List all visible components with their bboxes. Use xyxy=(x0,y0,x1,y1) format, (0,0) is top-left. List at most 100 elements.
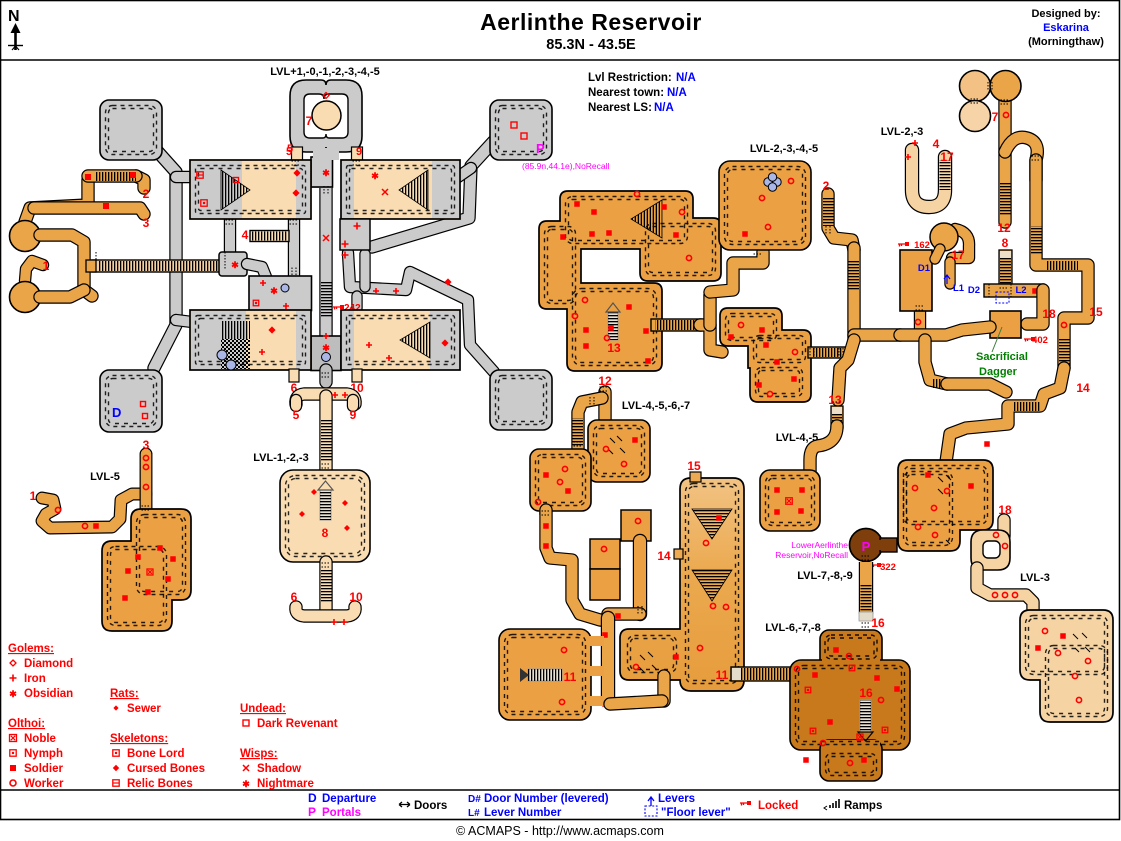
svg-text:LVL-6,-7,-8: LVL-6,-7,-8 xyxy=(765,622,820,634)
svg-text:18: 18 xyxy=(998,503,1012,517)
svg-text:Noble: Noble xyxy=(24,733,56,745)
svg-text:Sewer: Sewer xyxy=(127,703,161,715)
svg-text:Doors: Doors xyxy=(414,800,447,812)
svg-text:LVL-2,-3,-4,-5: LVL-2,-3,-4,-5 xyxy=(750,143,818,155)
svg-text:162: 162 xyxy=(914,240,930,251)
svg-text:Shadow: Shadow xyxy=(257,763,301,775)
svg-text:D#: D# xyxy=(468,794,481,805)
svg-text:✱: ✱ xyxy=(322,168,330,178)
svg-text:Golems:: Golems: xyxy=(8,643,54,655)
svg-text:LVL-2,-3: LVL-2,-3 xyxy=(881,126,924,138)
svg-text:LVL-7,-8,-9: LVL-7,-8,-9 xyxy=(797,570,852,582)
svg-text:D: D xyxy=(308,791,317,805)
svg-text:Dark Revenant: Dark Revenant xyxy=(257,718,338,730)
svg-text:85.3N - 43.5E: 85.3N - 43.5E xyxy=(546,37,636,53)
svg-text:(85.9n,44.1e),NoRecall: (85.9n,44.1e),NoRecall xyxy=(522,161,610,171)
svg-text:7: 7 xyxy=(306,114,313,128)
svg-text:N/A: N/A xyxy=(654,102,674,114)
svg-text:L#: L# xyxy=(468,808,480,819)
svg-text:6: 6 xyxy=(291,381,298,395)
svg-text:Portals: Portals xyxy=(322,807,361,819)
svg-text:Soldier: Soldier xyxy=(24,763,64,775)
svg-text:© ACMAPS - http://www.acmaps.c: © ACMAPS - http://www.acmaps.com xyxy=(456,824,664,838)
svg-text:Worker: Worker xyxy=(24,778,64,790)
svg-text:2: 2 xyxy=(823,179,830,193)
svg-text:(Morningthaw): (Morningthaw) xyxy=(1028,36,1104,48)
svg-text:LVL-4,-5,-6,-7: LVL-4,-5,-6,-7 xyxy=(622,400,690,412)
svg-text:8: 8 xyxy=(322,526,329,540)
svg-text:"Floor lever": "Floor lever" xyxy=(661,807,731,819)
svg-text:8: 8 xyxy=(1002,236,1009,250)
svg-text:Sacrificial: Sacrificial xyxy=(976,351,1028,363)
svg-text:L2: L2 xyxy=(1015,285,1026,296)
svg-text:✱: ✱ xyxy=(9,689,17,699)
svg-text:9: 9 xyxy=(350,408,357,422)
svg-text:N/A: N/A xyxy=(676,72,696,84)
svg-text:D2: D2 xyxy=(968,285,980,296)
svg-text:1: 1 xyxy=(30,489,37,503)
svg-text:6: 6 xyxy=(291,590,298,604)
svg-text:11: 11 xyxy=(564,670,577,684)
svg-text:4: 4 xyxy=(933,137,940,151)
svg-text:402: 402 xyxy=(1032,335,1048,346)
svg-text:13: 13 xyxy=(607,341,621,355)
svg-text:Rats:: Rats: xyxy=(110,688,139,700)
svg-text:LVL+1,-0,-1,-2,-3,-4,-5: LVL+1,-0,-1,-2,-3,-4,-5 xyxy=(270,66,380,78)
svg-text:Lvl Restriction:: Lvl Restriction: xyxy=(588,72,672,84)
svg-text:✱: ✱ xyxy=(231,260,239,270)
svg-text:LVL-1,-2,-3: LVL-1,-2,-3 xyxy=(253,452,308,464)
svg-text:Skeletons:: Skeletons: xyxy=(110,733,168,745)
svg-text:18: 18 xyxy=(1042,307,1056,321)
svg-text:N/A: N/A xyxy=(667,87,687,99)
svg-text:Ramps: Ramps xyxy=(844,800,882,812)
svg-text:17: 17 xyxy=(940,150,954,164)
svg-text:N: N xyxy=(8,8,20,25)
svg-text:3: 3 xyxy=(143,216,150,230)
svg-text:4: 4 xyxy=(242,228,249,242)
svg-text:16: 16 xyxy=(871,616,885,630)
svg-text:Wisps:: Wisps: xyxy=(240,748,278,760)
svg-text:Nightmare: Nightmare xyxy=(257,778,314,790)
svg-text:12: 12 xyxy=(598,374,612,388)
svg-text:LVL-4,-5: LVL-4,-5 xyxy=(776,432,819,444)
svg-text:Nymph: Nymph xyxy=(24,748,63,760)
svg-text:Cursed Bones: Cursed Bones xyxy=(127,763,205,775)
svg-text:Bone Lord: Bone Lord xyxy=(127,748,185,760)
svg-text:14: 14 xyxy=(1076,381,1090,395)
svg-text:Departure: Departure xyxy=(322,793,376,805)
svg-text:Nearest LS:: Nearest LS: xyxy=(588,102,652,114)
svg-text:Lever Number: Lever Number xyxy=(484,807,562,819)
svg-text:✱: ✱ xyxy=(322,343,330,353)
svg-text:Eskarina: Eskarina xyxy=(1043,22,1090,34)
svg-text:L1: L1 xyxy=(953,283,965,294)
svg-text:13: 13 xyxy=(828,393,842,407)
svg-text:P: P xyxy=(536,141,545,156)
svg-text:242: 242 xyxy=(344,303,361,314)
svg-text:Aerlinthe Reservoir: Aerlinthe Reservoir xyxy=(480,9,702,35)
svg-text:Levers: Levers xyxy=(658,793,695,805)
svg-text:5: 5 xyxy=(287,143,293,155)
svg-text:Obsidian: Obsidian xyxy=(24,688,73,700)
svg-text:14: 14 xyxy=(657,549,671,563)
svg-text:3: 3 xyxy=(143,438,150,452)
svg-text:5: 5 xyxy=(293,408,300,422)
svg-text:Undead:: Undead: xyxy=(240,703,286,715)
svg-text:✱: ✱ xyxy=(242,779,250,789)
svg-text:LVL-5: LVL-5 xyxy=(90,471,120,483)
svg-text:9: 9 xyxy=(356,146,362,158)
svg-text:P: P xyxy=(862,539,871,554)
svg-text:Olthoi:: Olthoi: xyxy=(8,718,45,730)
svg-text:15: 15 xyxy=(1089,305,1103,319)
svg-text:7: 7 xyxy=(992,110,999,124)
svg-text:Designed by:: Designed by: xyxy=(1031,8,1100,20)
svg-text:15: 15 xyxy=(687,459,701,473)
svg-text:✱: ✱ xyxy=(371,171,379,181)
svg-text:Dagger: Dagger xyxy=(979,366,1018,378)
svg-text:Nearest town:: Nearest town: xyxy=(588,87,664,99)
svg-text:Reservoir,NoRecall: Reservoir,NoRecall xyxy=(775,550,848,560)
svg-text:16: 16 xyxy=(859,686,873,700)
svg-text:322: 322 xyxy=(880,562,896,573)
svg-text:Locked: Locked xyxy=(758,800,798,812)
svg-text:17: 17 xyxy=(951,248,965,262)
svg-text:5: 5 xyxy=(286,146,292,158)
